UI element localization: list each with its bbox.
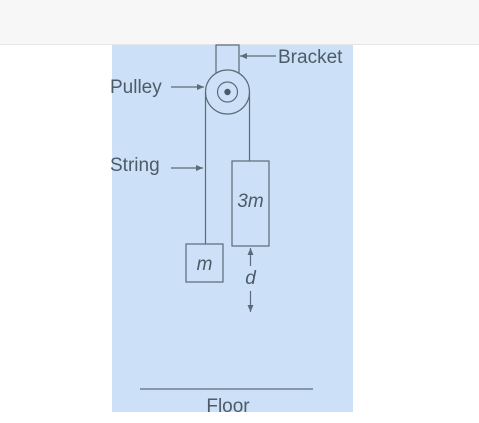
pulley-axle <box>224 88 231 96</box>
bracket-label: Bracket <box>278 47 343 68</box>
floor-label: Floor <box>206 396 250 417</box>
mass-m-block <box>185 243 224 283</box>
pulley-label: Pulley <box>110 77 162 98</box>
distance-label: d <box>245 268 257 289</box>
mass-m-label: m <box>197 254 213 275</box>
string-label: String <box>110 155 160 176</box>
mass-3m-label: 3m <box>237 191 263 212</box>
mass-3m-block <box>231 160 270 247</box>
